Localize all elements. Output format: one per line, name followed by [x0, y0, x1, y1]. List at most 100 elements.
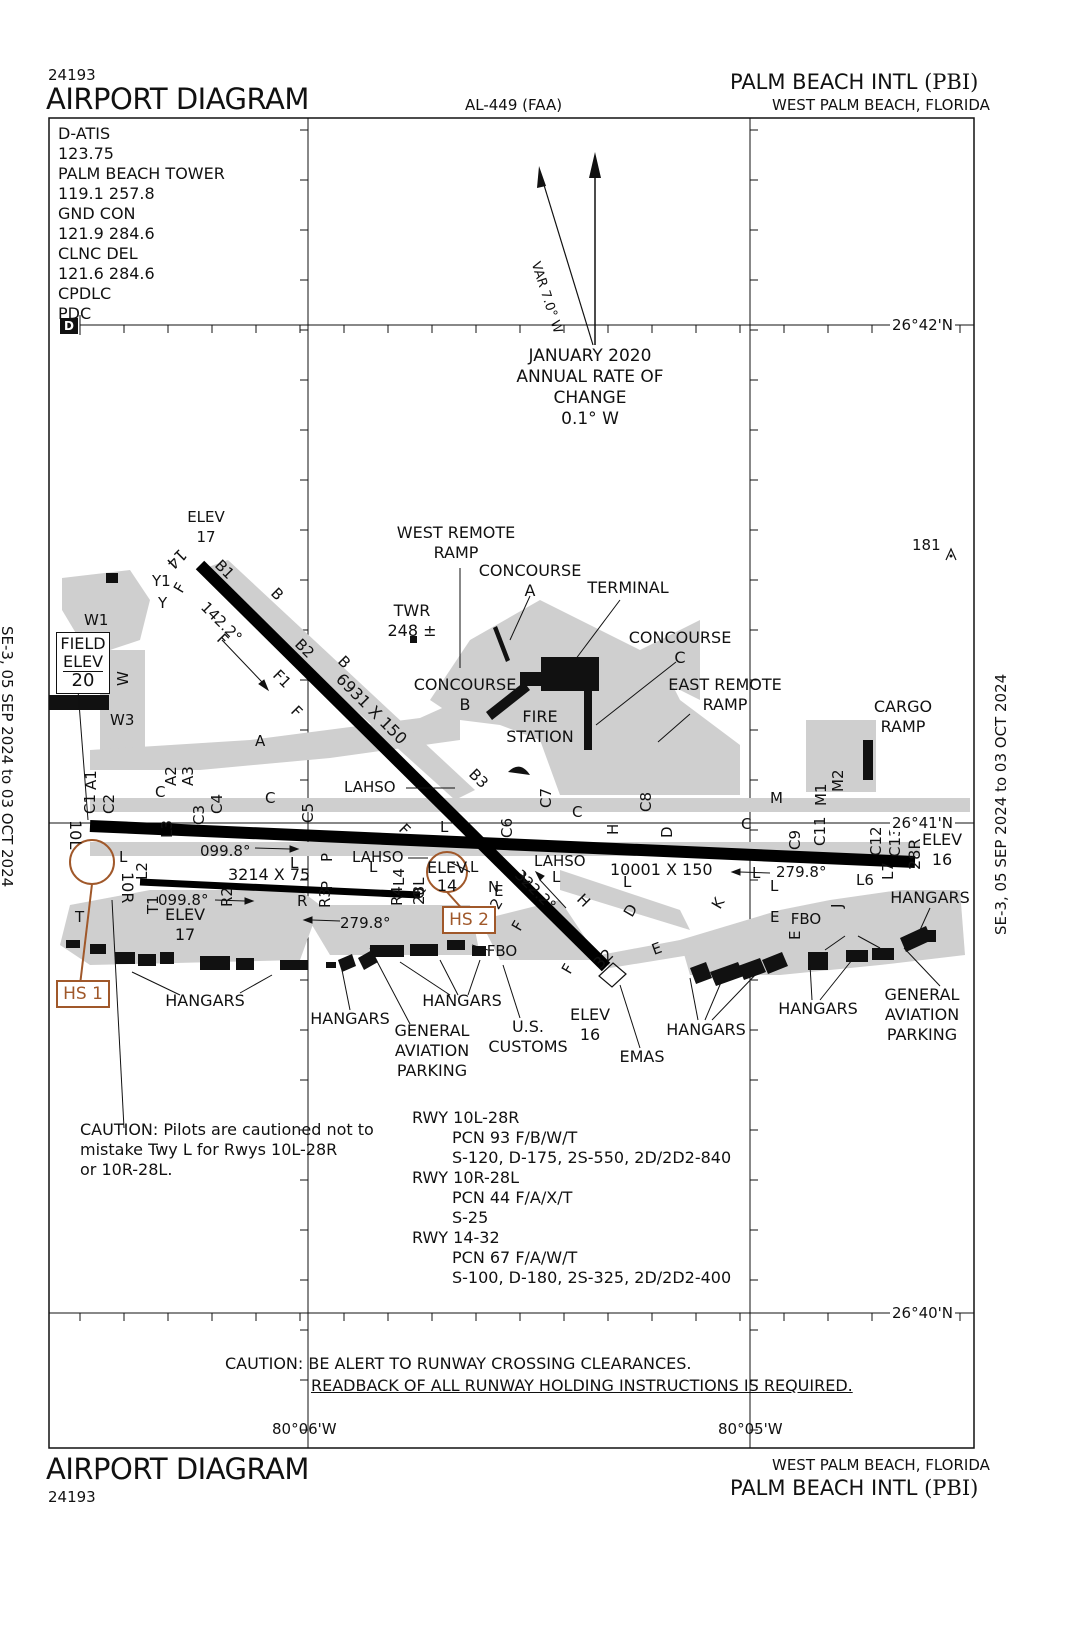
- taxiway-l-label: L: [440, 818, 449, 836]
- buildings: [49, 573, 936, 988]
- taxiway-k-label: K: [708, 893, 729, 912]
- taxiway-l-label: L: [522, 868, 531, 886]
- taxiway-a3-label: A3: [179, 766, 197, 786]
- runway-10l-28r-dimensions: 10001 X 150: [610, 860, 713, 879]
- runway-10r-heading: 099.8°: [158, 891, 208, 909]
- elevation-label-rwy14: ELEV: [187, 508, 225, 526]
- freq-line: GND CON: [58, 204, 136, 223]
- taxiway-e-label: E: [786, 931, 804, 940]
- fbo-label: FBO: [791, 910, 821, 928]
- change-line: ANNUAL RATE OF CHANGE: [516, 367, 664, 408]
- runway-28l-heading: 279.8°: [340, 914, 390, 932]
- chart-title-bottom: AIRPORT DIAGRAM: [46, 1452, 309, 1486]
- taxiway-c1-label: C1: [81, 794, 99, 814]
- runway-number-10r: 10R: [118, 872, 137, 903]
- rwy-info-line: S-100, D-180, 2S-325, 2D/2D2-400: [452, 1268, 732, 1287]
- field-elev-label: ELEV: [62, 652, 104, 671]
- airport-name: PALM BEACH INTL: [730, 70, 918, 94]
- field-elev-value: 20: [63, 671, 103, 690]
- general-aviation-parking-label: AVIATION: [885, 1005, 959, 1024]
- taxiway-r3-label: R3: [316, 888, 334, 908]
- latitude-top: 26°42'N: [890, 316, 956, 334]
- taxiway-p-label: P: [318, 853, 336, 862]
- airport-code: (PBI): [924, 70, 979, 94]
- field-elevation-box: FIELD ELEV 20: [56, 632, 110, 694]
- elevation-label-rwy10r: 17: [175, 925, 195, 944]
- chart-title-top: AIRPORT DIAGRAM: [46, 82, 309, 116]
- taxiway-t-label: T: [74, 908, 85, 926]
- hangars-label: HANGARS: [422, 991, 502, 1010]
- taxiway-c-label: C: [265, 789, 275, 807]
- terminal-building: [541, 657, 599, 691]
- frequency-block: D-ATIS 123.75 PALM BEACH TOWER 119.1 257…: [58, 124, 225, 324]
- taxiway-c6-label: C6: [498, 818, 516, 838]
- taxiway-d-label: D: [658, 826, 676, 838]
- rwy-info-line: PCN 44 F/A/X/T: [452, 1188, 573, 1207]
- taxiway-l7-label: L7: [879, 862, 897, 880]
- chart-number-bottom: 24193: [48, 1488, 96, 1506]
- taxiway-l-label: L: [552, 868, 561, 886]
- magnetic-north-arrowhead: [537, 166, 546, 188]
- taxiway-m1-label: M1: [812, 784, 830, 807]
- elevation-label-intersection: ELEV: [427, 858, 467, 877]
- change-line: JANUARY 2020: [528, 346, 652, 366]
- concourse-c-label: C: [674, 648, 685, 667]
- taxiway-l-label: L: [770, 877, 779, 895]
- taxiway-r4-label: R4: [388, 886, 406, 906]
- concourse-a-building: [493, 626, 510, 662]
- rwy-info-line: PCN 93 F/B/W/T: [452, 1128, 578, 1147]
- taxiway-c-label: C: [155, 783, 165, 801]
- change-line: 0.1° W: [561, 409, 619, 429]
- taxiway-c-label: C: [741, 815, 751, 833]
- north-arrows: [537, 152, 601, 346]
- faa-procedure-number: AL-449 (FAA): [465, 96, 563, 114]
- taxiway-a1-label: A1: [82, 770, 100, 790]
- freq-line: 119.1 257.8: [58, 184, 155, 203]
- taxiway-r-label: R: [297, 892, 307, 910]
- taxiway-e-label: E: [770, 908, 779, 926]
- concourse-b-building: [486, 682, 530, 720]
- rwy-info-title: RWY 14-32: [412, 1228, 500, 1247]
- taxiway-c3-label: C3: [190, 805, 208, 825]
- effective-dates-left: SE-3, 05 SEP 2024 to 03 OCT 2024: [0, 626, 16, 888]
- obstacle-height: 181: [912, 536, 941, 554]
- taxiway-e-label: E: [494, 882, 503, 900]
- concourse-b-label: B: [460, 695, 471, 714]
- longitude-right: 80°05'W: [718, 1420, 783, 1438]
- fire-station-label: FIRE: [522, 707, 557, 726]
- taxiway-f-label: F: [170, 580, 190, 596]
- runway-10R-28L: [139, 878, 421, 899]
- runway-number-14: 14: [163, 545, 191, 573]
- rwy-info-line: S-25: [452, 1208, 489, 1227]
- graticule: [49, 118, 974, 1448]
- runway-strength-info: RWY 10L-28R PCN 93 F/B/W/T S-120, D-175,…: [412, 1108, 731, 1288]
- chart-number-top: 24193: [48, 66, 96, 84]
- taxiway-n-label: N: [488, 878, 499, 896]
- elevation-label-rwy28r: ELEV: [922, 830, 962, 849]
- taxiway-l2-label: L2: [133, 862, 151, 880]
- taxiway-y1-label: Y1: [151, 572, 171, 590]
- taxiway-c-label: C: [572, 803, 582, 821]
- tower-label: 248 ±: [387, 621, 436, 640]
- longitude-left: 80°06'W: [272, 1420, 337, 1438]
- freq-line: 123.75: [58, 144, 114, 163]
- hangars-label: HANGARS: [310, 1009, 390, 1028]
- latitude-mid: 26°41'N: [890, 814, 956, 832]
- runway-10r-28l-dimensions: 3214 X 75: [228, 865, 310, 884]
- airport-code: (PBI): [924, 1476, 979, 1500]
- cargo-ramp-label: CARGO: [874, 697, 932, 716]
- us-customs-label: U.S.: [512, 1017, 544, 1036]
- east-remote-ramp-label: EAST REMOTE: [668, 675, 782, 694]
- concourse-c-building: [584, 690, 592, 750]
- freq-line: PDC: [58, 304, 92, 323]
- general-aviation-parking-label: PARKING: [887, 1025, 957, 1044]
- caution-runway-crossing: CAUTION: BE ALERT TO RUNWAY CROSSING CLE…: [225, 1353, 853, 1397]
- freq-line: PALM BEACH TOWER: [58, 164, 225, 183]
- leader-lines: [77, 568, 941, 1129]
- datalink-icon: D: [60, 318, 78, 334]
- taxiway-w1-label: W1: [84, 611, 108, 629]
- taxiway-c2-label: C2: [100, 794, 118, 814]
- city-state-bottom: WEST PALM BEACH, FLORIDA: [772, 1456, 990, 1474]
- freq-line: 121.9 284.6: [58, 224, 155, 243]
- true-north-arrowhead: [589, 152, 601, 178]
